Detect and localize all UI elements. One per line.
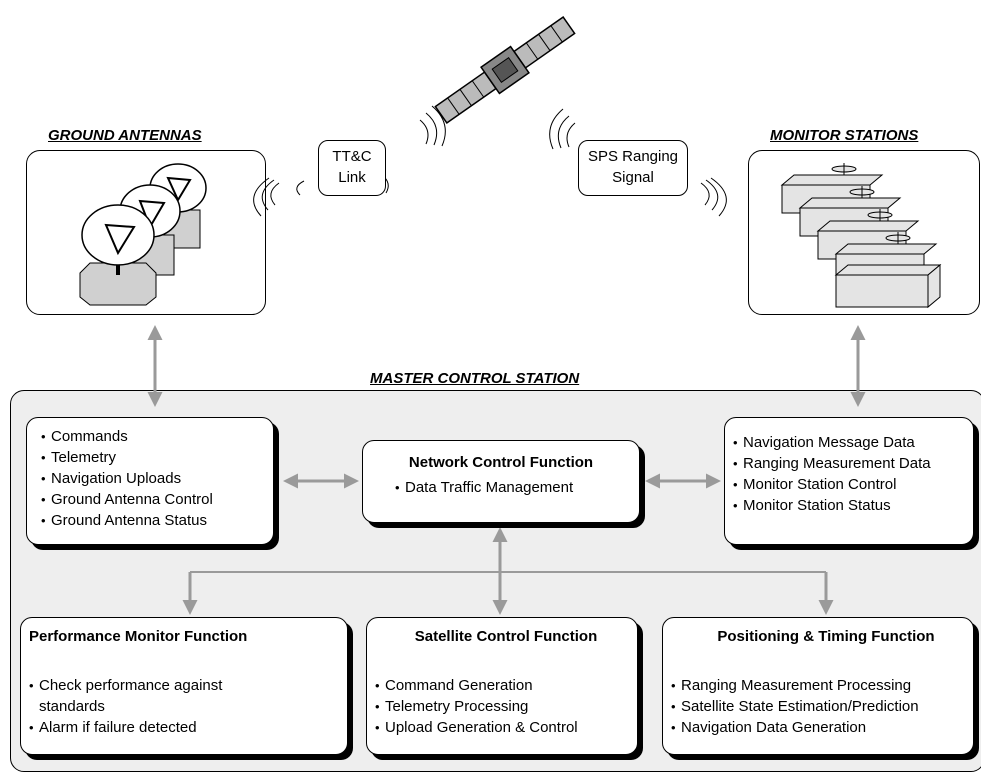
positioning-timing-box: Positioning & Timing Function Ranging Me… xyxy=(662,617,974,755)
heading-monitor-stations: MONITOR STATIONS xyxy=(770,127,919,144)
ground-antenna-interface-box: Commands Telemetry Navigation Uploads Gr… xyxy=(26,417,274,545)
list-item: Alarm if failure detected xyxy=(29,717,347,738)
list-item: Navigation Uploads xyxy=(41,468,273,489)
list-item: Navigation Message Data xyxy=(733,432,973,453)
satellite-icon xyxy=(434,16,576,124)
list-item: Ranging Measurement Processing xyxy=(671,675,973,696)
list-item: Commands xyxy=(41,426,273,447)
list-item: Monitor Station Control xyxy=(733,474,973,495)
positioning-timing-list: Ranging Measurement Processing Satellite… xyxy=(671,675,973,738)
heading-master-control-station: MASTER CONTROL STATION xyxy=(370,370,580,387)
performance-monitor-list: Check performance against standards Alar… xyxy=(29,675,347,738)
sps-signal-line2: Signal xyxy=(612,169,654,186)
satellite-control-box: Satellite Control Function Command Gener… xyxy=(366,617,638,755)
monitor-stations-illustration xyxy=(780,163,942,309)
positioning-timing-title: Positioning & Timing Function xyxy=(717,628,935,645)
ttc-waves xyxy=(253,105,446,217)
network-control-box: Network Control Function Data Traffic Ma… xyxy=(362,440,640,523)
monitor-stations-frame xyxy=(748,150,980,315)
ttc-link-line2: Link xyxy=(338,169,366,186)
sps-signal-label: SPS Ranging Signal xyxy=(578,140,688,196)
satellite-control-title: Satellite Control Function xyxy=(414,628,598,645)
satellite-control-list: Command Generation Telemetry Processing … xyxy=(375,675,637,738)
ground-antennas-frame xyxy=(26,150,266,315)
performance-monitor-box: Performance Monitor Function Check perfo… xyxy=(20,617,348,755)
list-item: Satellite State Estimation/Prediction xyxy=(671,696,973,717)
list-item: Check performance against xyxy=(29,675,347,696)
network-control-title: Network Control Function xyxy=(408,454,594,471)
ground-antennas-illustration xyxy=(79,163,207,306)
list-item: Ground Antenna Control xyxy=(41,489,273,510)
list-item: Monitor Station Status xyxy=(733,495,973,516)
list-item-text: standards xyxy=(39,698,105,715)
ground-antenna-interface-list: Commands Telemetry Navigation Uploads Gr… xyxy=(41,426,273,531)
sps-signal-line1: SPS Ranging xyxy=(587,148,679,165)
network-control-list: Data Traffic Management xyxy=(395,477,639,498)
list-item: Telemetry xyxy=(41,447,273,468)
list-item: Ground Antenna Status xyxy=(41,510,273,531)
list-item: Upload Generation & Control xyxy=(375,717,637,738)
list-item: Data Traffic Management xyxy=(395,477,639,498)
heading-ground-antennas: GROUND ANTENNAS xyxy=(48,127,202,144)
ttc-link-line1: TT&C xyxy=(332,148,372,165)
list-item: Command Generation xyxy=(375,675,637,696)
performance-monitor-title: Performance Monitor Function xyxy=(29,628,248,645)
monitor-station-interface-box: Navigation Message Data Ranging Measurem… xyxy=(724,417,974,545)
list-item: Navigation Data Generation xyxy=(671,717,973,738)
list-item-continuation: standards xyxy=(29,696,347,717)
monitor-station-interface-list: Navigation Message Data Ranging Measurem… xyxy=(733,432,973,516)
list-item: Ranging Measurement Data xyxy=(733,453,973,474)
list-item: Telemetry Processing xyxy=(375,696,637,717)
ttc-link-label: TT&C Link xyxy=(318,140,386,196)
